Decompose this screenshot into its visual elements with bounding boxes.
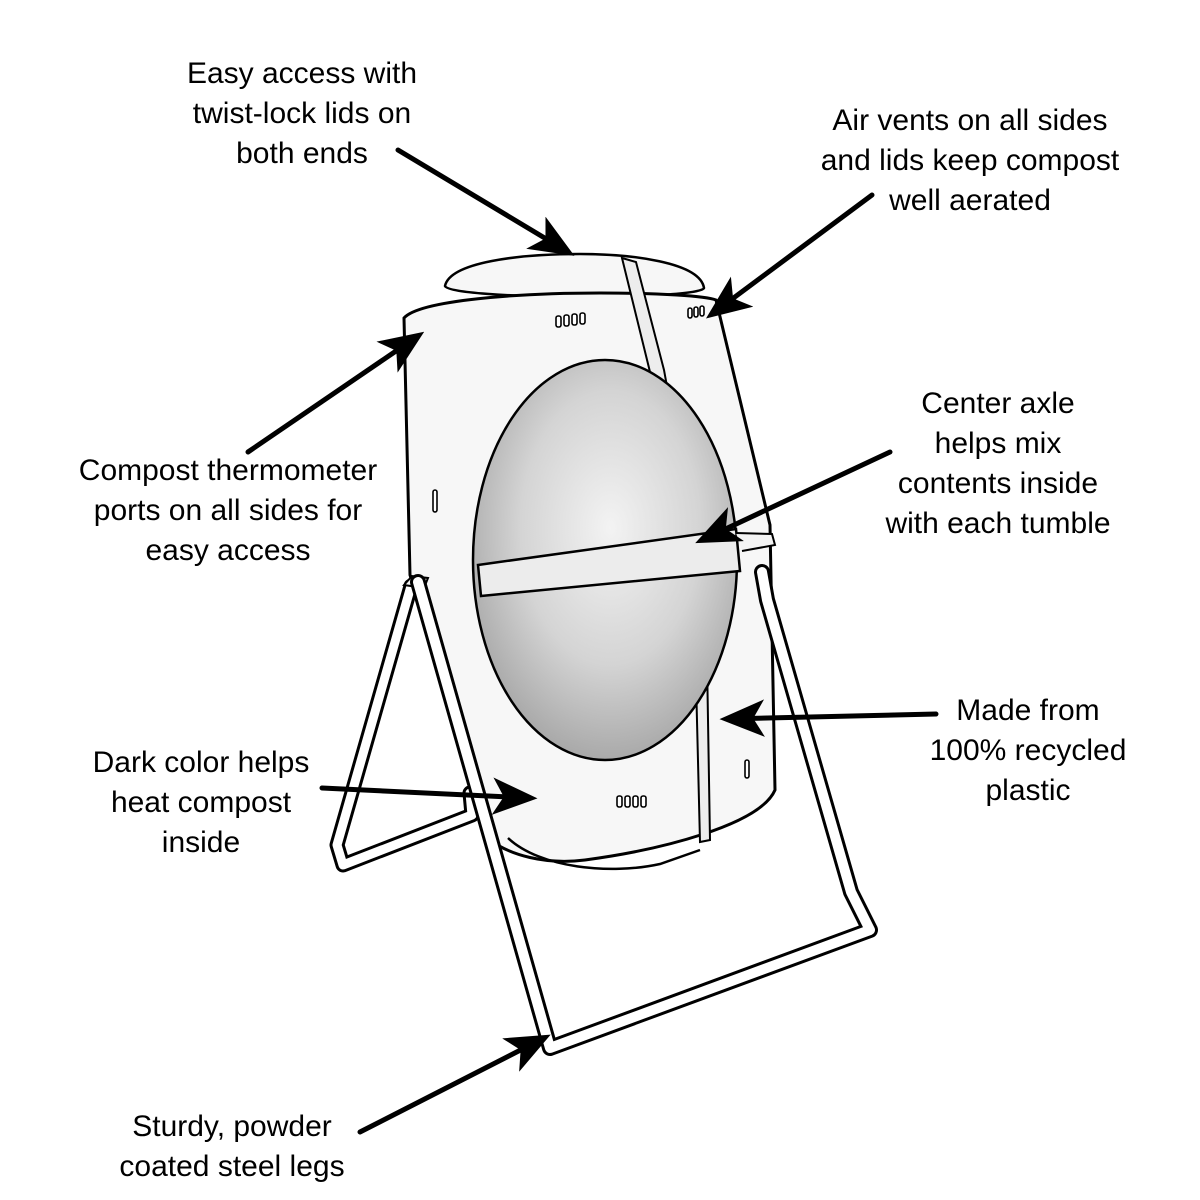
callout-line: coated steel legs — [119, 1150, 345, 1183]
front-leg-frame — [410, 564, 878, 1056]
callout-line: Sturdy, powder — [132, 1110, 332, 1143]
callout-line: both ends — [236, 137, 368, 170]
callout-twist-lock-lids: Easy access with twist-lock lids on both… — [100, 54, 504, 174]
arrow-ports — [245, 331, 425, 455]
callout-line: Easy access with — [186, 57, 418, 90]
arrow-recycled — [719, 699, 939, 737]
vent-group-right — [687, 305, 705, 319]
callout-recycled-plastic: Made from 100% recycled plastic — [898, 691, 1158, 811]
center-axle-band — [402, 527, 777, 598]
callout-line: easy access — [145, 534, 311, 567]
callout-line: Dark color helps — [92, 746, 310, 779]
callout-line: twist-lock lids on — [192, 97, 412, 130]
callout-line: plastic — [985, 774, 1071, 807]
callout-line: 100% recycled — [929, 734, 1127, 767]
arrow-vents — [705, 192, 875, 319]
callout-line: Center axle — [921, 387, 1075, 420]
arrow-dark — [319, 777, 538, 815]
callout-steel-legs: Sturdy, powder coated steel legs — [82, 1107, 382, 1187]
callout-line: Made from — [956, 694, 1100, 727]
callout-line: with each tumble — [885, 507, 1111, 540]
top-lid — [443, 252, 706, 299]
callout-line: Compost thermometer — [78, 454, 378, 487]
callout-line: helps mix — [934, 427, 1062, 460]
arrow-axle — [695, 449, 893, 544]
back-leg-frame — [329, 578, 480, 873]
callout-dark-color: Dark color helps heat compost inside — [60, 743, 342, 863]
bottom-lid — [507, 837, 701, 871]
callout-line: inside — [161, 826, 241, 859]
callout-line: heat compost — [110, 786, 292, 819]
callout-line: well aerated — [889, 184, 1051, 217]
callout-line: Air vents on all sides — [832, 104, 1108, 137]
vent-slots — [555, 305, 705, 808]
callout-line: and lids keep compost — [820, 144, 1120, 177]
arrow-access — [395, 147, 575, 256]
arrow-legs — [357, 1034, 551, 1135]
callout-thermometer-ports: Compost thermometer ports on all sides f… — [30, 451, 426, 571]
thermometer-ports — [432, 489, 750, 779]
callout-line: contents inside — [897, 467, 1099, 500]
callout-air-vents: Air vents on all sides and lids keep com… — [770, 101, 1170, 221]
callout-center-axle: Center axle helps mix contents inside wi… — [848, 384, 1148, 544]
vent-group-upper — [555, 312, 586, 328]
callout-arrows — [245, 147, 939, 1135]
callout-line: ports on all sides for — [93, 494, 363, 527]
vent-group-lower — [616, 795, 647, 808]
